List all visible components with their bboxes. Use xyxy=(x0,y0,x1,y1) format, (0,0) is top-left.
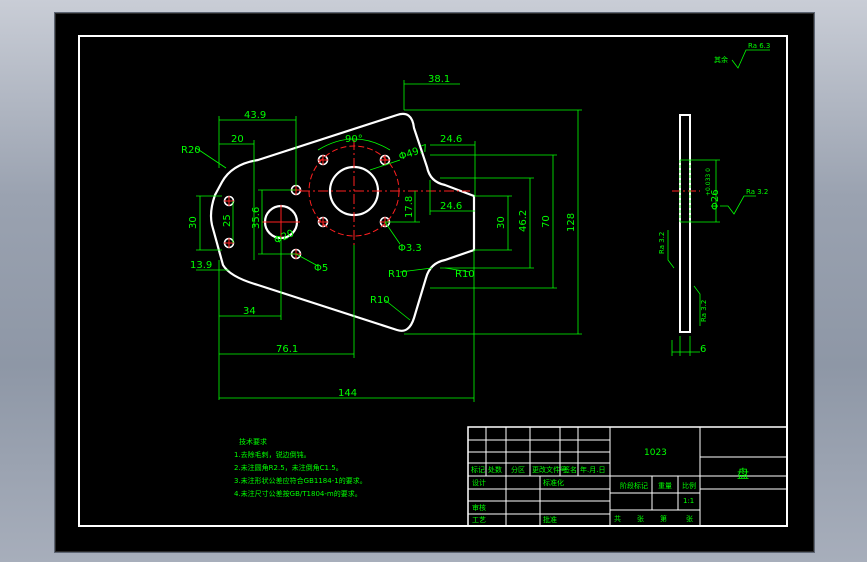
drawing-sheet xyxy=(55,13,814,552)
tb-header-1: 处数 xyxy=(488,465,502,474)
tb-sheet-0: 共 xyxy=(614,514,621,523)
small-holes xyxy=(223,154,391,260)
dim-R10-b: R10 xyxy=(455,269,475,280)
tb-header-3: 更改文件号 xyxy=(532,465,567,474)
tb-weight-label: 重量 xyxy=(658,482,672,490)
notes-line-3: 3.未注形状公差应符合GB1184-1的要求。 xyxy=(234,476,367,485)
notes-line-2: 2.未注圆角R2.5，未注倒角C1.5。 xyxy=(234,463,343,472)
dim-70: 70 xyxy=(541,215,552,228)
tb-sheet-3: 张 xyxy=(686,514,693,523)
dim-R10-a: R10 xyxy=(388,269,408,280)
dim-24-6-mid: 24.6 xyxy=(440,201,462,212)
notes-line-1: 1.去除毛刺，锐边倒钝。 xyxy=(234,450,311,459)
tb-header-0: 标记 xyxy=(471,465,485,474)
tb-scale-value: 1:1 xyxy=(683,497,694,505)
tb-row-design: 设计 xyxy=(472,478,486,487)
dim-128: 128 xyxy=(566,213,577,232)
dim-24-6-top: 24.6 xyxy=(440,134,462,145)
dim-144: 144 xyxy=(338,388,357,399)
tb-material: 1023 xyxy=(644,448,667,458)
tb-row-approve: 批准 xyxy=(543,515,557,524)
dim-13-9: 13.9 xyxy=(190,260,212,271)
roughness-side-right: Ra 3.2 xyxy=(746,188,768,196)
roughness-side-left-bottom: Ra 3.2 xyxy=(700,300,708,322)
dim-6: 6 xyxy=(700,344,706,355)
dim-phi3-3: Φ3.3 xyxy=(398,243,422,254)
title-block xyxy=(467,426,788,527)
roughness-corner: Ra 6.3 xyxy=(748,42,770,50)
side-view xyxy=(667,49,770,356)
roughness-side-left-top: Ra 3.2 xyxy=(658,232,666,254)
dim-phi26-tolerance: +0.033 0 xyxy=(705,168,712,196)
tb-sheet-2: 第 xyxy=(660,514,667,523)
dim-76-1: 76.1 xyxy=(276,344,298,355)
roughness-prefix: 其余 xyxy=(714,55,728,64)
dim-43-9: 43.9 xyxy=(244,110,266,121)
dim-30-right: 30 xyxy=(496,216,507,229)
notes-line-4: 4.未注尺寸公差按GB/T1804-m的要求。 xyxy=(234,489,362,498)
tb-part-name: 盘 xyxy=(737,466,749,481)
dim-phi5: Φ5 xyxy=(314,263,328,274)
dim-90deg: 90° xyxy=(345,134,363,145)
dim-17-8: 17.8 xyxy=(404,196,415,218)
dim-R20: R20 xyxy=(181,145,201,156)
notes-title: 技术要求 xyxy=(239,437,267,446)
tb-header-2: 分区 xyxy=(511,465,525,474)
dim-34: 34 xyxy=(243,306,256,317)
tb-scale-label: 比例 xyxy=(682,481,696,490)
center-lines xyxy=(224,140,470,259)
tb-row-standard: 标准化 xyxy=(543,478,564,487)
dimension-lines xyxy=(195,80,582,402)
dim-phi26: Φ26 xyxy=(710,189,721,210)
tb-sheet-1: 张 xyxy=(637,514,644,523)
dim-38-1: 38.1 xyxy=(428,74,450,85)
dim-phi20: Φ20 xyxy=(273,228,296,247)
dim-20: 20 xyxy=(231,134,244,145)
dim-R10-c: R10 xyxy=(370,295,390,306)
dim-46-2: 46.2 xyxy=(518,210,529,232)
dim-35-6: 35.6 xyxy=(251,207,262,229)
tb-header-4: 签名 xyxy=(563,465,577,474)
drawing-frame xyxy=(78,35,788,527)
dim-30-left: 30 xyxy=(188,216,199,229)
dim-25: 25 xyxy=(222,214,233,227)
tb-row-review: 审核 xyxy=(472,503,486,512)
tb-header-5: 年.月.日 xyxy=(580,465,605,474)
tb-row-process: 工艺 xyxy=(472,516,486,524)
tb-stage-label: 阶段标记 xyxy=(620,481,648,490)
